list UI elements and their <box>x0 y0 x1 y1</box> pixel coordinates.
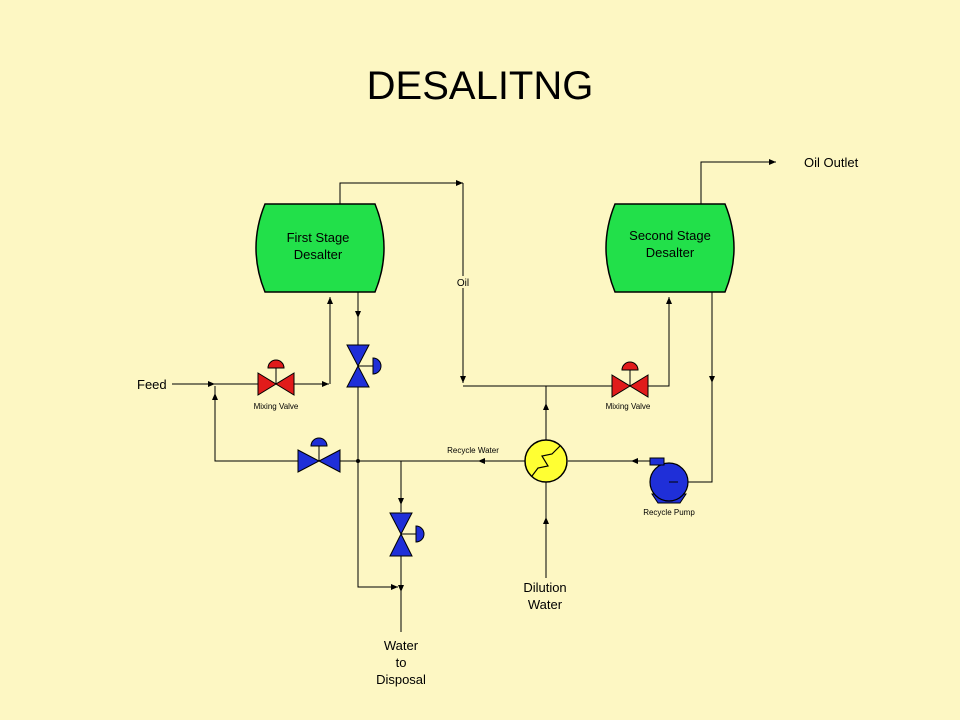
disposal-valve-body-b <box>389 532 413 557</box>
first-stage-desalter: First Stage Desalter <box>255 203 385 293</box>
recycle-valve <box>297 437 341 473</box>
feed-label: Feed <box>137 377 167 392</box>
mixing-valve-left-body-b <box>275 372 295 396</box>
first-stage-vessel <box>255 203 385 293</box>
pipe-down-to-disposal <box>357 461 398 590</box>
heat-exchanger-coil-icon <box>531 445 561 477</box>
pipe-junction <box>356 459 360 463</box>
mixing-valve-right-body-b <box>629 374 649 398</box>
mixing-valve-right-actuator <box>621 361 639 371</box>
mixing-valve-right-body-a <box>611 374 631 398</box>
first-stage-water-valve-body-b <box>346 364 370 388</box>
second-stage-desalter: Second Stage Desalter <box>605 203 735 293</box>
dilution-water-label-line1: Dilution <box>523 580 566 595</box>
recycle-pump-outlet <box>649 457 665 466</box>
recycle-pump: Recycle Pump <box>643 457 695 517</box>
disposal-label-line2: to <box>396 655 407 670</box>
mixing-valve-right: Mixing Valve <box>606 361 651 411</box>
first-stage-label-line2: Desalter <box>294 247 343 262</box>
disposal-label-line1: Water <box>384 638 419 653</box>
recycle-water-label: Recycle Water <box>447 446 499 455</box>
first-stage-water-valve <box>346 344 382 388</box>
first-stage-label-line1: First Stage <box>287 230 350 245</box>
recycle-valve-body-b <box>317 449 341 473</box>
oil-stream-label: Oil <box>457 278 469 289</box>
oil-label-bg <box>453 276 473 288</box>
oil-outlet-label: Oil Outlet <box>804 155 859 170</box>
pipe-to-pump <box>688 383 713 483</box>
pipe-oil-outlet <box>700 159 776 204</box>
first-stage-water-valve-body-a <box>346 344 370 368</box>
dilution-water-label-line2: Water <box>528 597 563 612</box>
heat-exchanger-shell <box>524 439 568 483</box>
recycle-pump-label: Recycle Pump <box>643 508 695 517</box>
disposal-valve <box>389 512 425 557</box>
mixing-valve-left-label: Mixing Valve <box>254 402 299 411</box>
second-stage-label-line2: Desalter <box>646 245 695 260</box>
pipe-first-stage-oil-out <box>339 180 463 204</box>
recycle-valve-actuator <box>310 437 328 447</box>
page-title: DESALITNG <box>366 64 594 108</box>
disposal-valve-actuator <box>415 525 425 543</box>
second-stage-vessel <box>605 203 735 293</box>
recycle-valve-body-a <box>297 449 321 473</box>
disposal-valve-body-a <box>389 512 413 536</box>
mixing-valve-left-body-a <box>257 372 277 396</box>
heat-exchanger <box>524 439 568 483</box>
pipe-to-second-stage <box>648 297 672 387</box>
disposal-label-line3: Disposal <box>376 672 426 687</box>
mixing-valve-left-actuator <box>267 359 285 369</box>
second-stage-label-line1: Second Stage <box>629 228 711 243</box>
first-stage-water-valve-actuator <box>372 357 382 375</box>
mixing-valve-right-label: Mixing Valve <box>606 402 651 411</box>
mixing-valve-left: Mixing Valve <box>254 359 299 411</box>
pipe-recycle-to-feed <box>214 386 298 462</box>
